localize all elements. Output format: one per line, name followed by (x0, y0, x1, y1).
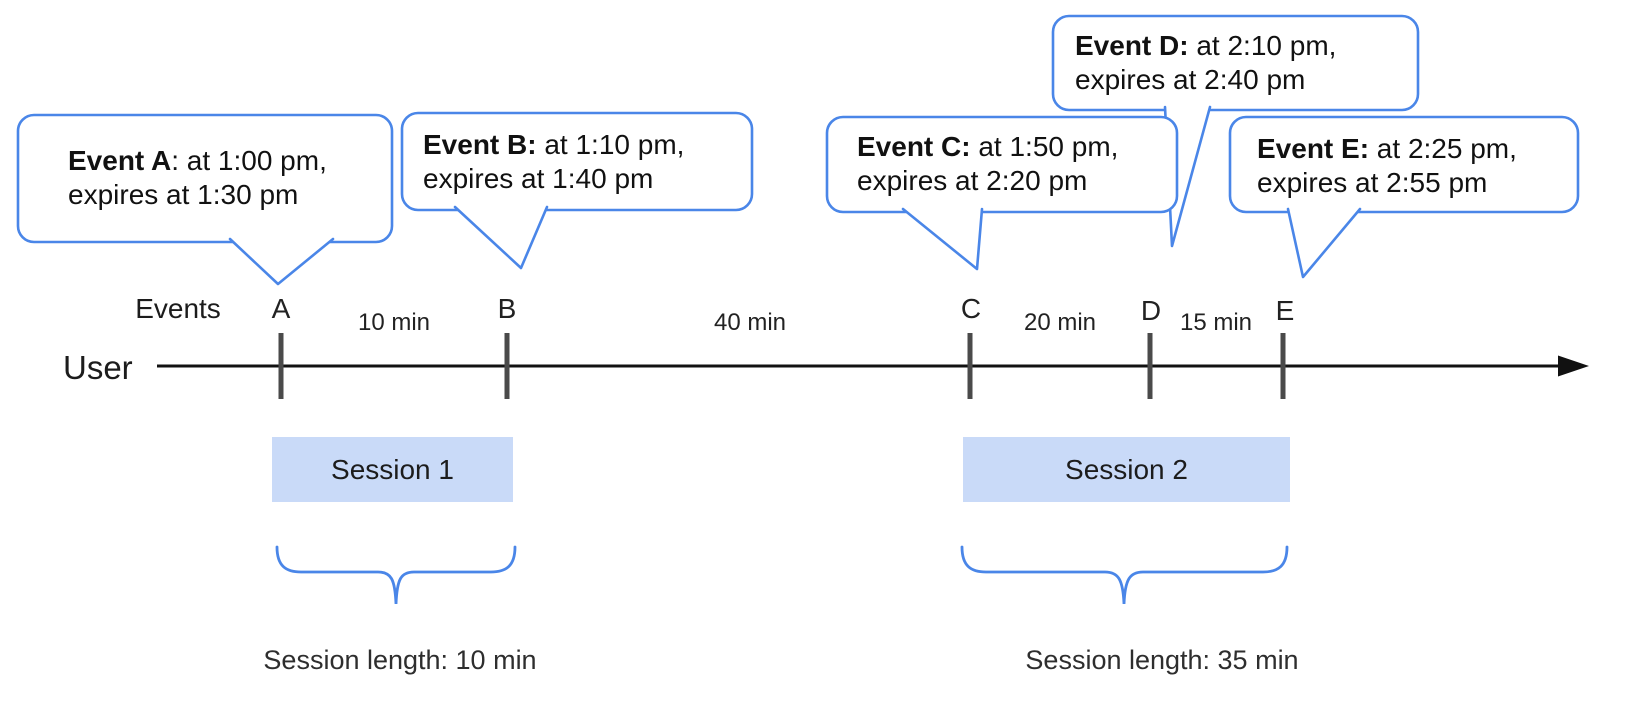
event-bubble-c-tail (901, 207, 984, 271)
interval-d-e: 15 min (1179, 309, 1253, 336)
session-2-brace (960, 545, 1289, 605)
event-a-title: Event A (68, 145, 172, 176)
session-1-brace (275, 545, 517, 605)
event-a-line2: expires at 1:30 pm (68, 179, 299, 210)
event-bubble-a-text: Event A: at 1:00 pm, expires at 1:30 pm (68, 144, 327, 212)
event-d-time: at 2:10 pm, (1188, 30, 1337, 61)
interval-b-c: 40 min (713, 309, 787, 336)
event-bubble-b-tail (453, 205, 549, 270)
user-axis-label: User (63, 349, 133, 386)
event-bubble-e-tail (1286, 207, 1362, 279)
event-bubble-d-text: Event D: at 2:10 pm, expires at 2:40 pm (1075, 29, 1336, 97)
session-1-box: Session 1 (272, 437, 513, 502)
event-mark-e: E (1275, 295, 1295, 326)
event-b-title: Event B: (423, 129, 537, 160)
event-bubble-b-box (400, 111, 754, 212)
event-c-time: at 1:50 pm, (970, 131, 1119, 162)
event-d-line1: Event D: at 2:10 pm, (1075, 29, 1336, 63)
event-e-time: at 2:25 pm, (1369, 133, 1517, 164)
event-mark-b: B (497, 293, 517, 324)
event-bubble-e-text: Event E: at 2:25 pm, expires at 2:55 pm (1257, 132, 1517, 200)
event-b-time: at 1:10 pm, (536, 129, 685, 160)
event-b-line1: Event B: at 1:10 pm, (423, 128, 684, 162)
interval-a-b: 10 min (357, 309, 431, 336)
session-2-length-label: Session length: 35 min (1025, 645, 1299, 675)
event-a-line1: Event A: at 1:00 pm, (68, 144, 327, 178)
event-mark-a: A (271, 293, 291, 324)
event-c-line1: Event C: at 1:50 pm, (857, 130, 1118, 164)
event-b-line2: expires at 1:40 pm (423, 163, 654, 194)
event-bubble-d-box (1051, 14, 1420, 112)
session-2-box: Session 2 (963, 437, 1290, 502)
event-bubble-a-box (16, 113, 394, 244)
event-c-line2: expires at 2:20 pm (857, 165, 1088, 196)
event-bubble-e-box (1228, 115, 1580, 214)
event-a-time: : at 1:00 pm, (171, 145, 327, 176)
event-d-title: Event D: (1075, 30, 1189, 61)
session-1-label: Session 1 (331, 453, 454, 485)
interval-c-d: 20 min (1023, 309, 1097, 336)
event-mark-c: C (960, 293, 982, 324)
event-d-line2: expires at 2:40 pm (1075, 64, 1306, 95)
event-e-title: Event E: (1257, 133, 1370, 164)
event-e-line1: Event E: at 2:25 pm, (1257, 132, 1517, 166)
event-mark-d: D (1140, 295, 1162, 326)
event-bubble-c-text: Event C: at 1:50 pm, expires at 2:20 pm (857, 130, 1118, 198)
event-c-title: Event C: (857, 131, 971, 162)
event-e-line2: expires at 2:55 pm (1257, 167, 1488, 198)
event-bubble-a-tail (228, 237, 335, 286)
timeline-arrowhead-icon (1558, 355, 1589, 377)
session-1-length-label: Session length: 10 min (263, 645, 537, 675)
event-bubble-c-box (825, 115, 1179, 214)
event-bubble-b-text: Event B: at 1:10 pm, expires at 1:40 pm (423, 128, 684, 196)
session-2-label: Session 2 (1065, 453, 1188, 485)
events-row-label: Events (135, 293, 221, 324)
